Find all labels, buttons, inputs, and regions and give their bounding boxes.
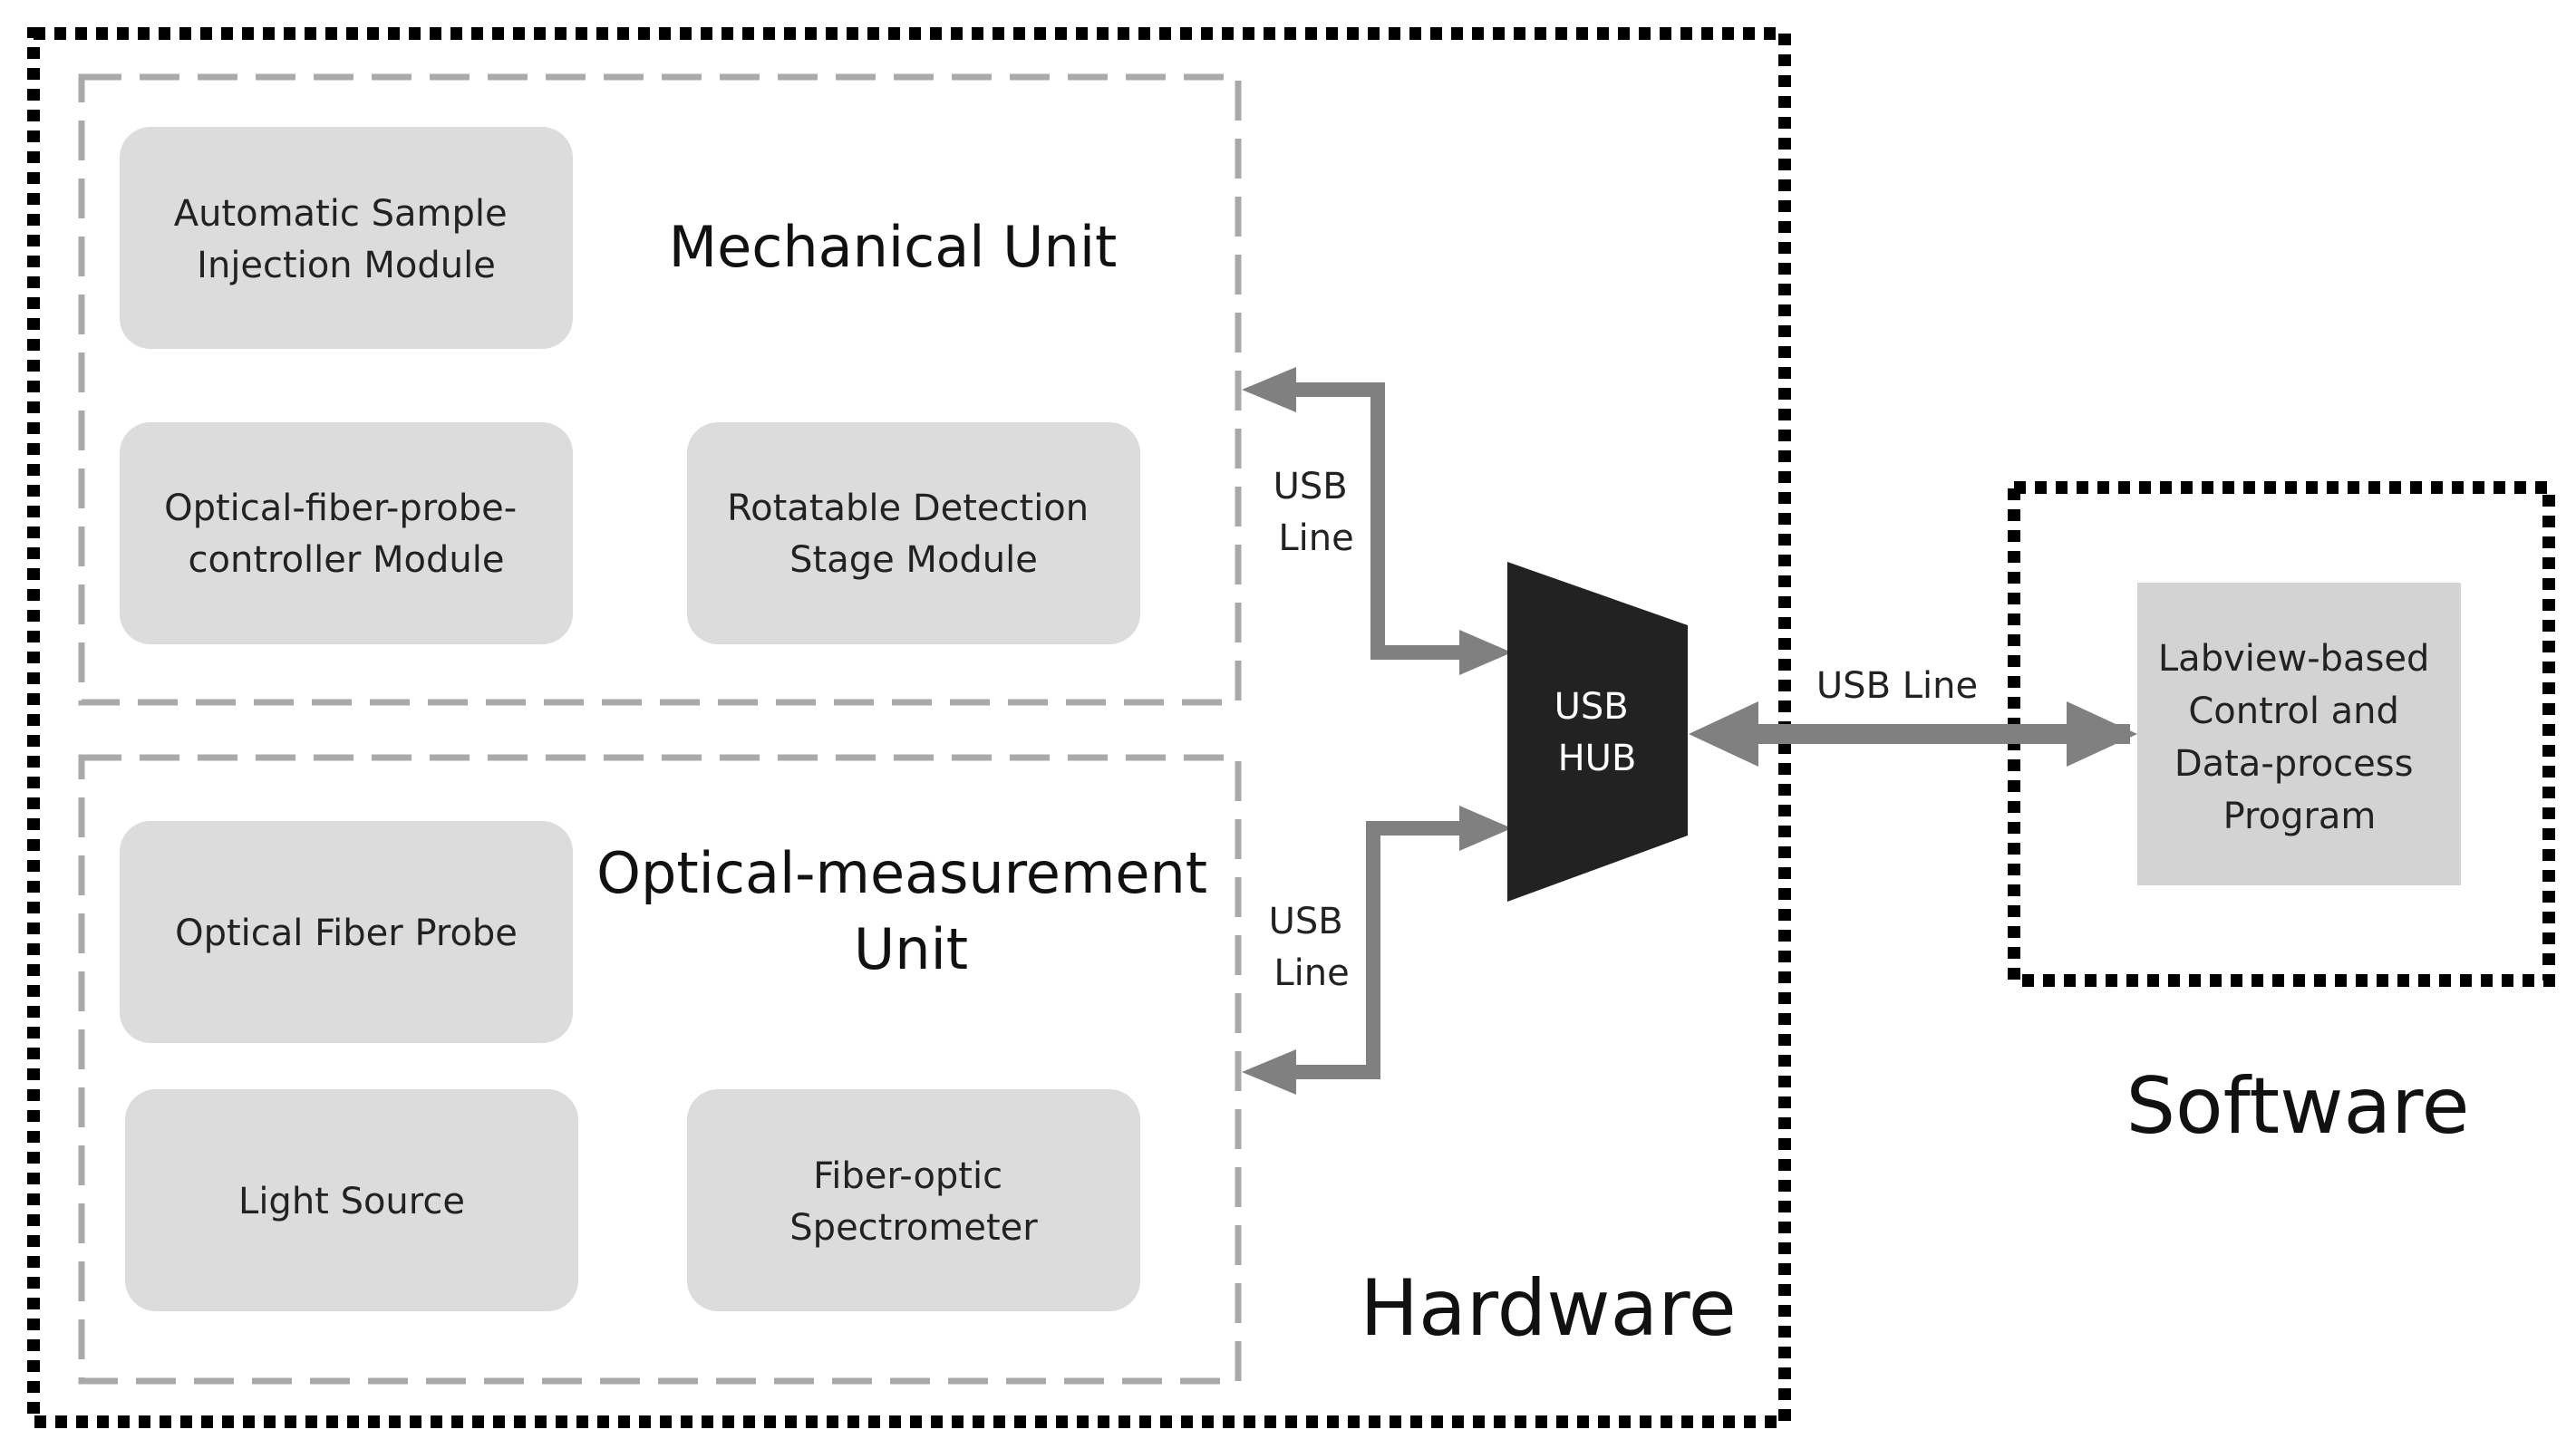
svg-text:Automatic Sample Injecti: Automatic Sample Injection Module <box>174 193 519 286</box>
svg-text:USB HUB: USB HUB <box>1554 686 1641 779</box>
hub-software-usb-line-label: USB Line <box>1816 665 1978 707</box>
usb-hub: USB HUB <box>1507 562 1688 902</box>
lower-usb-line-label: USB Line <box>1269 901 1355 994</box>
software-title: Software <box>2126 1061 2469 1152</box>
module-automatic-sample-injection: Automatic Sample Injection Module <box>120 127 573 349</box>
module-light-source: Light Source <box>125 1089 578 1311</box>
mechanical-unit-border <box>78 73 1242 706</box>
module-optical-fiber-probe: Optical Fiber Probe <box>120 821 573 1043</box>
module-rotatable-detection-stage: Rotatable Detection Stage Module <box>687 422 1140 644</box>
software-border <box>2008 481 2555 987</box>
hub-software-connector <box>1689 701 2137 767</box>
lower-usb-connector <box>1242 806 1512 1095</box>
hardware-title: Hardware <box>1360 1263 1736 1354</box>
optical-unit-title: Optical-measurement Unit <box>596 840 1225 982</box>
optical-unit-border <box>78 754 1242 1385</box>
svg-text:Light Source: Light Source <box>238 1181 465 1222</box>
svg-text:Rotatable Detection Stag: Rotatable Detection Stage Module <box>727 488 1100 581</box>
svg-text:Optical Fiber Probe: Optical Fiber Probe <box>175 913 518 954</box>
mechanical-unit-title: Mechanical Unit <box>669 214 1118 280</box>
upper-usb-connector <box>1242 367 1512 675</box>
module-fiber-optic-spectrometer: Fiber-optic Spectrometer <box>687 1089 1140 1311</box>
svg-text:Labview-based Control an: Labview-based Control and Data-process P… <box>2158 638 2441 837</box>
svg-text:Optical-fiber-probe- con: Optical-fiber-probe- controller Module <box>164 488 528 581</box>
module-optical-fiber-probe-controller: Optical-fiber-probe- controller Module <box>120 422 573 644</box>
upper-usb-line-label: USB Line <box>1273 466 1360 559</box>
software-program-box: Labview-based Control and Data-process P… <box>2137 583 2461 885</box>
svg-text:Fiber-optic Spectrometer: Fiber-optic Spectrometer <box>789 1155 1038 1249</box>
